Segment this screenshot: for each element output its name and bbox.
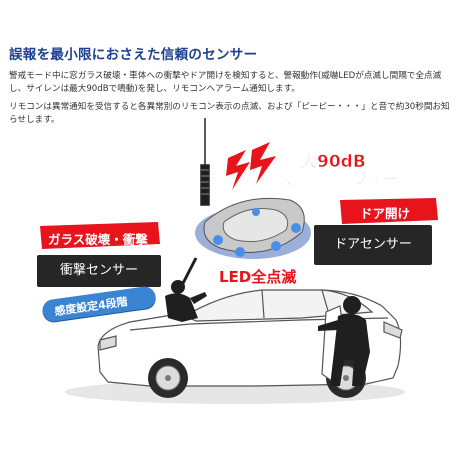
thief-left-silhouette [165,257,207,322]
door-sensor-label: ドアセンサー [314,225,432,265]
description-paragraph-2: リモコンは異常通知を受信すると各異常別のリモコン表示の点滅、および「ピーピー・・… [9,102,450,125]
alarm-unit [195,197,311,259]
buzzer-line-2: 大音量警報ブザー [278,170,399,189]
buzzer-line-1: 最大90dB [283,152,366,173]
page-heading: 誤報を最小限におさえた信頼のセンサー [9,47,258,63]
sound-bolts [226,142,276,190]
led-callout: LED全点滅 [219,268,297,286]
glass-banner [40,222,160,249]
description-paragraph-1: 警戒モード中に窓ガラス破壊・車体への衝撃やドア開けを検知すると、警報動作(威嚇L… [9,71,442,94]
door-open-banner [340,198,438,224]
glass-shock-label: ガラス破壊・衝撃 [48,232,148,247]
door-open-label: ドア開け [360,206,411,221]
antenna [200,118,210,206]
shock-sensor-label: 衝撃センサー [37,255,161,287]
thief-right-silhouette [318,296,370,386]
